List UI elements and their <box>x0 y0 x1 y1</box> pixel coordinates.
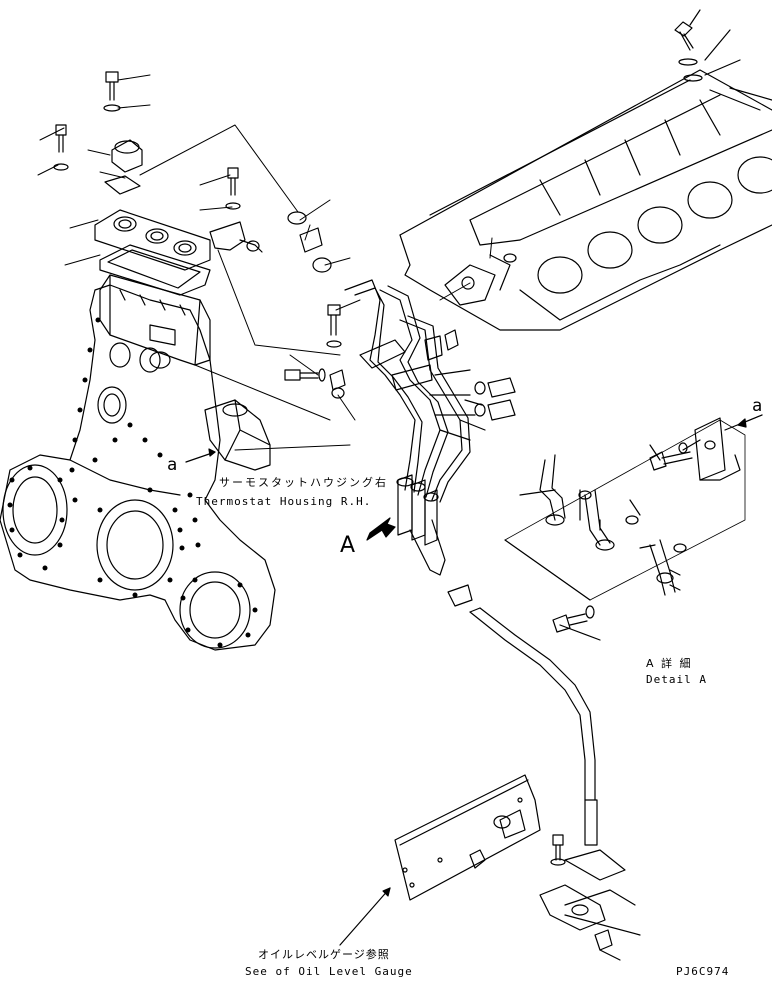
thermostat-housing-assembly <box>53 71 263 369</box>
detail-a <box>504 414 763 641</box>
front-cover <box>0 284 276 651</box>
drawing-code: PJ6C974 <box>676 965 730 978</box>
engine-block <box>399 69 772 331</box>
thermostat-housing-label-jp: サーモスタットハウジング右 <box>219 476 388 489</box>
thermostat-housing-rh <box>204 399 271 471</box>
detail-a-label-jp: A 詳 細 <box>646 657 693 670</box>
oil-gauge-label-en: See of Oil Level Gauge <box>245 965 413 978</box>
cover-bolt-holes <box>7 317 258 648</box>
leader-lines <box>37 74 493 451</box>
hose-fittings <box>284 211 346 399</box>
detail-a-label-en: Detail A <box>646 673 707 686</box>
ref-marker-a-left: a <box>167 455 178 475</box>
oil-gauge-tube <box>447 584 598 846</box>
arrows <box>185 414 763 946</box>
oil-gauge-plate <box>394 774 541 901</box>
thermostat-housing-label-en: Thermostat Housing R.H. <box>196 495 372 508</box>
ref-marker-a-right: a <box>752 396 763 416</box>
pipe-bolts <box>429 329 516 441</box>
upper-right-bolts <box>674 9 741 82</box>
view-marker-a: A <box>340 533 356 558</box>
gauge-bracket <box>539 834 641 961</box>
oil-gauge-label-jp: オイルレベルゲージ参照 <box>258 948 390 961</box>
water-pipes <box>344 279 471 576</box>
